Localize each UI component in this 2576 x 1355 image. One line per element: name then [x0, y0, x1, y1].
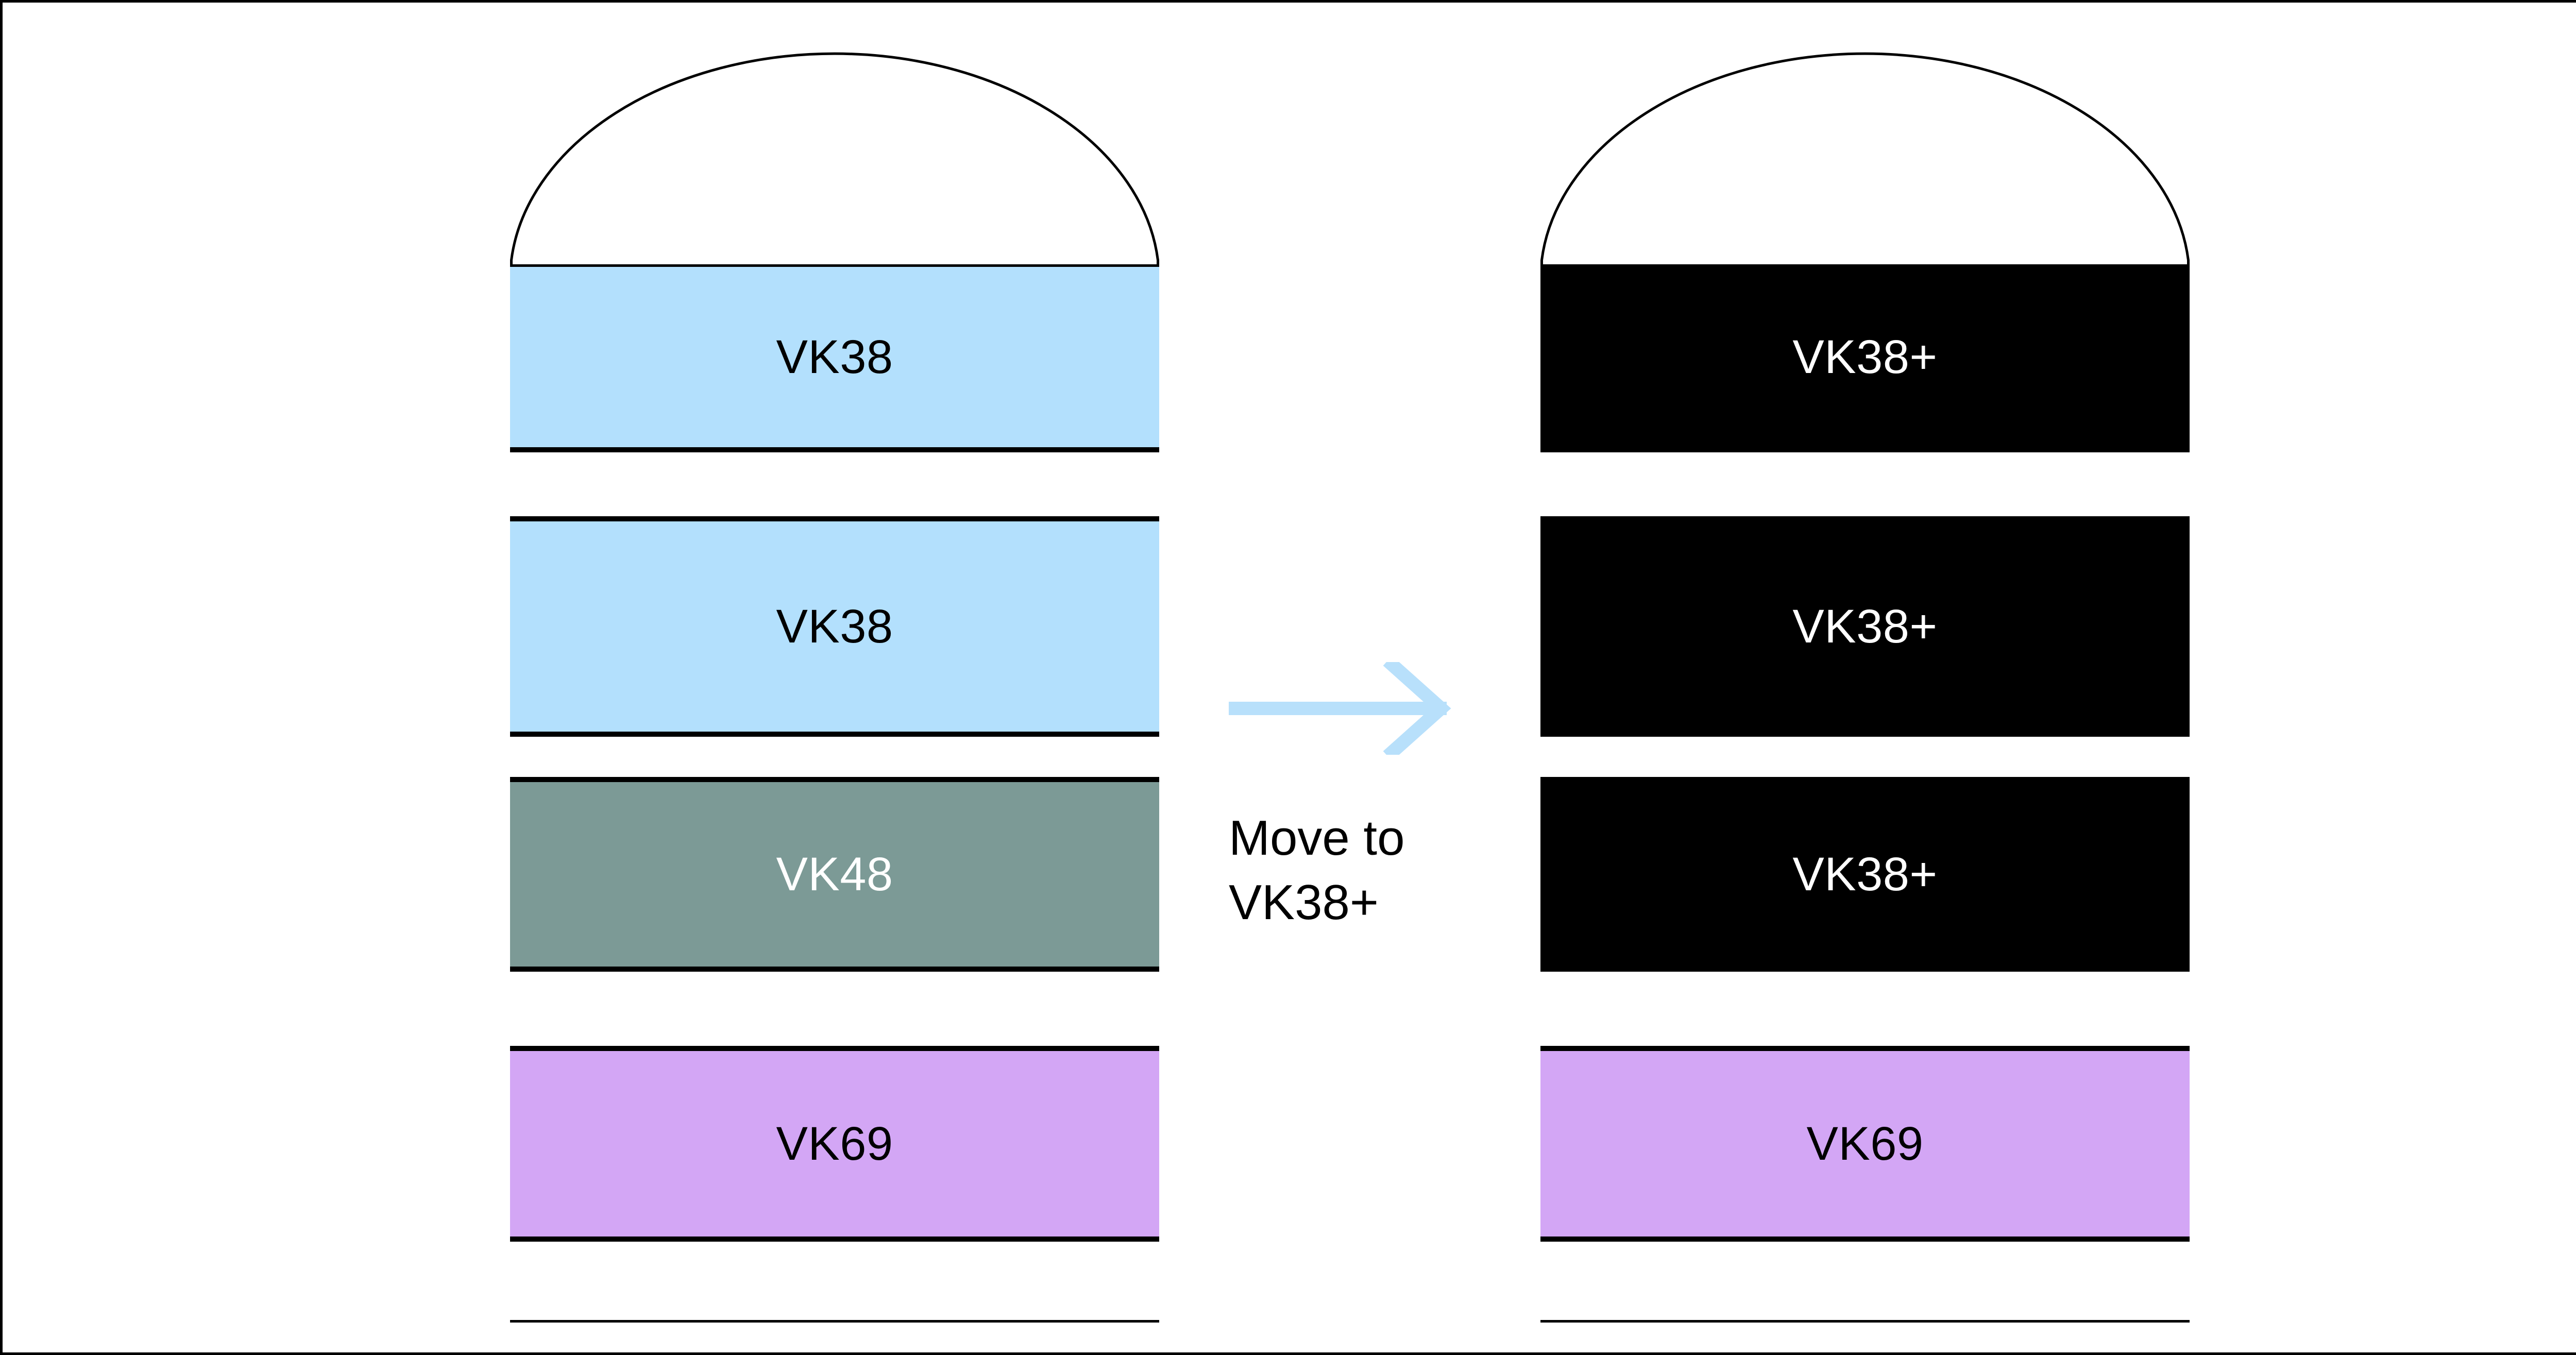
vessel-band: VK69: [1540, 1048, 2190, 1239]
vessel-band: VK38+: [1540, 264, 2190, 450]
after-vessel: VK38+ VK38+ VK38+ VK69: [1540, 3, 2190, 1352]
vessel-band-empty: [510, 734, 1159, 780]
vessel-band-empty: [510, 969, 1159, 1048]
vessel-band: VK38+: [1540, 519, 2190, 734]
band-label: VK38: [776, 600, 893, 653]
vessel-band-empty: [510, 450, 1159, 519]
vessel-band: VK38+: [1540, 780, 2190, 969]
transition-caption: Move to VK38+: [1229, 810, 1405, 930]
arrow-right-icon: [1229, 662, 1455, 755]
band-label: VK38+: [1792, 848, 1938, 901]
vessel-band-empty: [1540, 450, 2190, 519]
band-label: VK38+: [1792, 331, 1938, 383]
band-label: VK69: [776, 1117, 893, 1170]
band-label: VK38: [776, 331, 893, 383]
vessel-band-empty: [1540, 734, 2190, 780]
vessel-band: VK69: [510, 1048, 1159, 1239]
vessel-band: VK38: [510, 519, 1159, 734]
vessel-band-empty: [1540, 969, 2190, 1048]
band-label: VK48: [776, 848, 893, 901]
vessel-band: VK48: [510, 780, 1159, 969]
band-label: VK69: [1806, 1117, 1924, 1170]
band-label: VK38+: [1792, 600, 1938, 653]
vessel-band: VK38: [510, 264, 1159, 450]
vessel-band-empty: [1540, 1239, 2190, 1323]
vessel-band-empty: [510, 1239, 1159, 1323]
transition-group: Move to VK38+: [1229, 662, 1466, 935]
